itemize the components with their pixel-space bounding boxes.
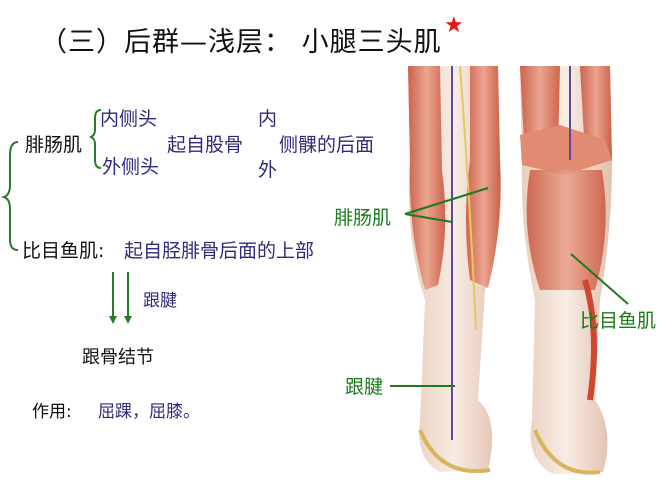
- function-value: 屈踝，屈膝。: [98, 402, 200, 422]
- soleus-origin: 起自胫腓骨后面的上部: [124, 240, 315, 262]
- inner-label: 内: [258, 108, 278, 130]
- origin-suffix: 侧髁的后面: [279, 134, 375, 156]
- left-leg-figure: [408, 65, 501, 474]
- gastrocnemius-figure-label: 腓肠肌: [334, 207, 392, 229]
- star-icon: ★: [444, 13, 464, 38]
- soleus-label: 比目鱼肌:: [22, 240, 105, 262]
- right-leg-figure: [520, 66, 612, 475]
- gastrocnemius-label: 腓肠肌: [25, 134, 83, 156]
- soleus-figure-label: 比目鱼肌: [580, 310, 657, 332]
- origin-prefix: 起自股骨: [167, 134, 244, 156]
- achilles-figure-label: 跟腱: [345, 376, 384, 398]
- medial-head: 内侧头: [100, 108, 158, 130]
- insertion-label: 跟骨结节: [82, 347, 154, 368]
- function-label: 作用:: [32, 402, 72, 422]
- tendon-label: 跟腱: [143, 291, 177, 311]
- lateral-head: 外侧头: [102, 156, 160, 178]
- slide-title: （三）后群—浅层： 小腿三头肌: [40, 27, 442, 58]
- outer-label: 外: [258, 159, 278, 181]
